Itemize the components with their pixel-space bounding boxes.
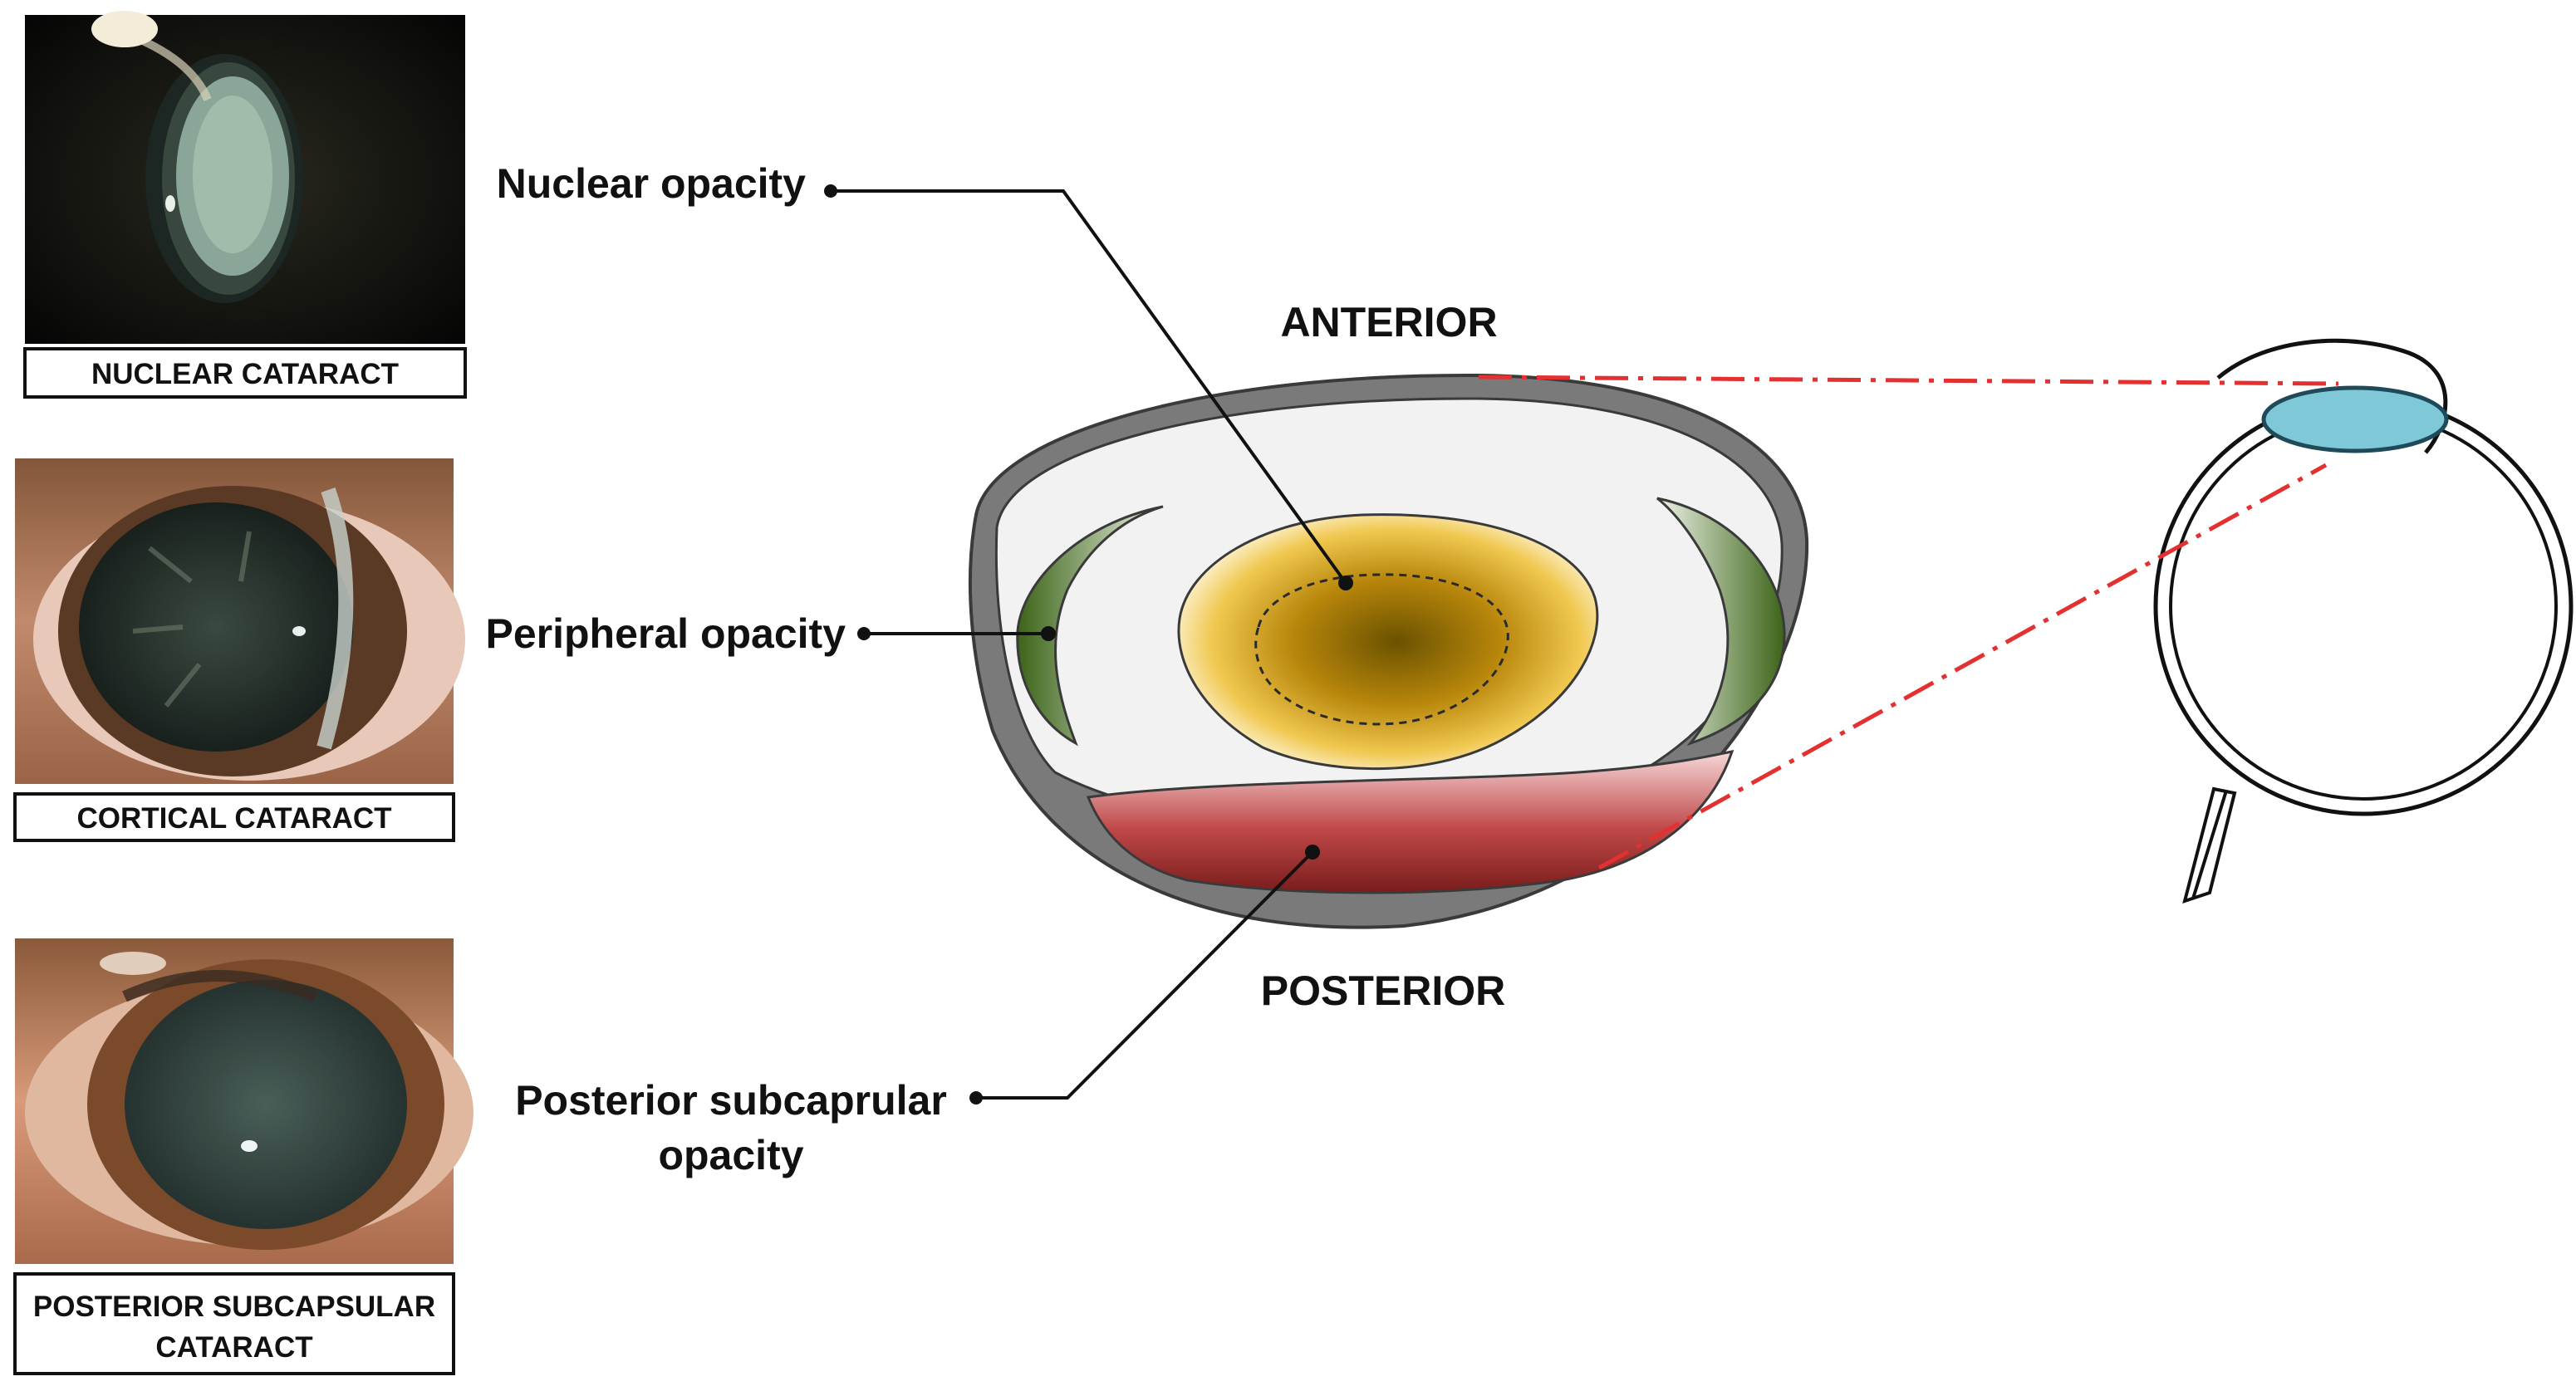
nuclear-cataract-caption-box: NUCLEAR CATARACT — [23, 347, 467, 399]
eye-illustration — [2153, 338, 2574, 904]
posterior-subcapsular-cataract-photo — [15, 938, 473, 1264]
nucleus-core-outline — [1254, 573, 1509, 726]
posterior-subcapsular-caption-line1: POSTERIOR SUBCAPSULAR — [33, 1291, 435, 1323]
posterior-label: POSTERIOR — [1261, 967, 1505, 1014]
anterior-label: ANTERIOR — [1280, 299, 1497, 345]
label-anchor-dots — [824, 184, 1353, 1105]
posterior-subcapsular-label-line2: opacity — [658, 1132, 803, 1178]
cortical-cataract-caption: CORTICAL CATARACT — [76, 802, 391, 835]
nuclear-opacity — [1177, 513, 1599, 771]
posterior-subcapsular-label-line1: Posterior subcaprular — [515, 1077, 947, 1124]
peripheral-opacity-left — [1016, 505, 1164, 747]
cortical-cataract-caption-box: CORTICAL CATARACT — [13, 792, 455, 842]
posterior-subcapsular-caption-line2: CATARACT — [155, 1331, 312, 1364]
nuclear-opacity-label: Nuclear opacity — [497, 160, 807, 207]
cortical-cataract-photo — [15, 458, 465, 784]
label-leader-lines — [831, 189, 1347, 1100]
nuclear-cataract-photo — [25, 11, 465, 344]
peripheral-opacity-right — [1656, 497, 1786, 747]
nuclear-cataract-caption: NUCLEAR CATARACT — [91, 358, 399, 390]
lens-callout-lines — [1478, 375, 2339, 870]
lens-cross-section — [968, 373, 1809, 929]
peripheral-opacity-label: Peripheral opacity — [486, 610, 846, 657]
posterior-subcapsular-cataract-caption-box: POSTERIOR SUBCAPSULAR CATARACT — [13, 1272, 455, 1375]
